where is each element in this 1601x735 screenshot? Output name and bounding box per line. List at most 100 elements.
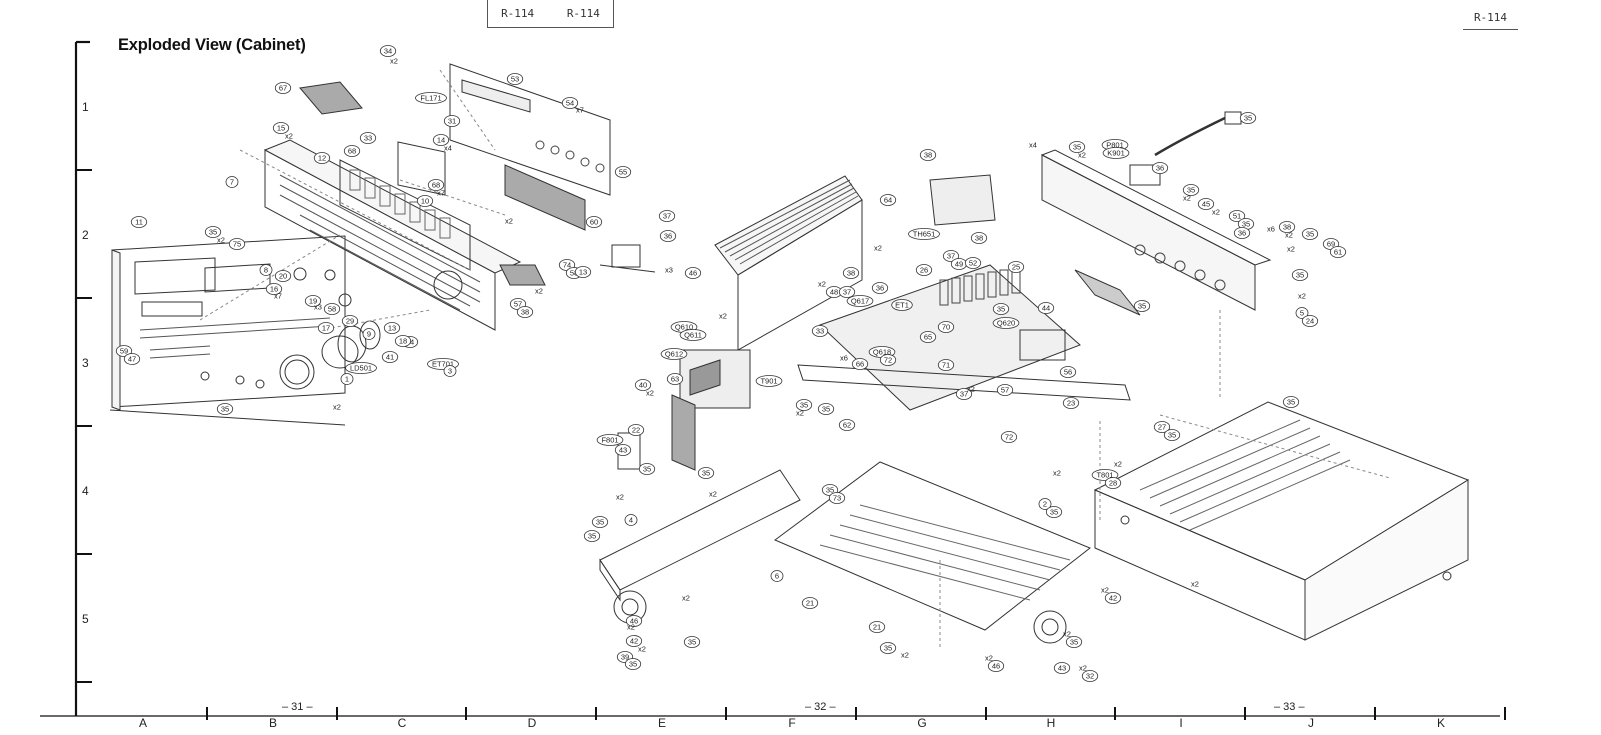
callout-bubble xyxy=(937,359,955,371)
callout-bubble xyxy=(666,373,684,385)
callout-label: 49 xyxy=(955,260,963,269)
callout-bubble xyxy=(614,166,632,178)
callout-bubble xyxy=(1133,300,1151,312)
callout-label: x2 xyxy=(1053,469,1061,478)
callout-label: 27 xyxy=(1158,423,1166,432)
callout-label: 23 xyxy=(1067,399,1075,408)
callout-label: 15 xyxy=(277,124,285,133)
callout-bubble xyxy=(1007,261,1025,273)
callout-label: 51 xyxy=(1233,212,1241,221)
callout-label: 35 xyxy=(209,228,217,237)
callout-bubble xyxy=(415,92,447,104)
page-title: Exploded View (Cabinet) xyxy=(118,36,306,54)
callout-label: 38 xyxy=(975,234,983,243)
callout-bubble xyxy=(1282,396,1300,408)
column-label-a: A xyxy=(138,716,147,730)
callout-bubble xyxy=(879,354,897,366)
callout-bubble xyxy=(359,132,377,144)
callout-bubble xyxy=(1102,147,1130,159)
callout-label: x7 xyxy=(576,106,584,115)
callout-label: 68 xyxy=(432,181,440,190)
callout-label: 35 xyxy=(1168,431,1176,440)
callout-label: 16 xyxy=(270,285,278,294)
callout-bubble xyxy=(868,621,886,633)
callout-label: 33 xyxy=(816,327,824,336)
callout-bubble xyxy=(624,658,642,670)
callout-label: 57 xyxy=(514,300,522,309)
callout-bubble xyxy=(1053,662,1071,674)
callout-label: 21 xyxy=(873,623,881,632)
callout-bubble xyxy=(625,615,643,627)
callout-label: ET1 xyxy=(895,301,909,310)
callout-bubble xyxy=(204,226,222,238)
callout-bubble xyxy=(1329,246,1347,258)
callout-label: 5 xyxy=(1300,309,1304,318)
callout-bubble xyxy=(583,530,601,542)
callout-bubble xyxy=(443,115,461,127)
callout-label: 43 xyxy=(619,446,627,455)
callout-bubble xyxy=(313,152,331,164)
callout-label: x2 xyxy=(874,244,882,253)
column-label-f: F xyxy=(788,716,796,730)
callout-label: 41 xyxy=(386,353,394,362)
callout-bubble xyxy=(506,73,524,85)
callout-bubble xyxy=(1038,498,1052,510)
callout-label: x2 xyxy=(285,132,293,141)
callout-label: x2 xyxy=(390,57,398,66)
callout-bubble xyxy=(1301,228,1319,240)
callout-bubble xyxy=(345,362,377,374)
header-reference-box-right: R-114 xyxy=(1463,0,1518,30)
callout-bubble xyxy=(679,329,707,341)
callout-bubble xyxy=(755,375,783,387)
callout-bubble xyxy=(317,322,335,334)
callout-label: 64 xyxy=(884,196,892,205)
column-label-j: J xyxy=(1308,716,1314,730)
callout-label: 34 xyxy=(384,47,392,56)
callout-label: 2 xyxy=(1043,500,1047,509)
callout-label: ET701 xyxy=(432,360,454,369)
callout-label: x2 xyxy=(682,594,690,603)
callout-bubble xyxy=(846,295,874,307)
callout-label: 46 xyxy=(992,662,1000,671)
callout-bubble xyxy=(970,232,988,244)
callout-bubble xyxy=(259,264,273,276)
callout-bubble xyxy=(828,492,846,504)
callout-bubble xyxy=(381,351,399,363)
callout-bubble xyxy=(801,597,819,609)
callout-label: 43 xyxy=(1058,664,1066,673)
callout-label: x2 xyxy=(1114,460,1122,469)
callout-bubble xyxy=(274,82,292,94)
callout-label: x2 xyxy=(985,654,993,663)
callout-label: 42 xyxy=(1109,594,1117,603)
callout-bubble xyxy=(1045,506,1063,518)
page-number-32: – 32 – xyxy=(805,701,836,713)
callout-label: 25 xyxy=(1012,263,1020,272)
callout-label: 35 xyxy=(596,518,604,527)
callout-label: 38 xyxy=(521,308,529,317)
callout-label: FL171 xyxy=(420,94,441,103)
callout-label: 72 xyxy=(1005,433,1013,442)
callout-label: x2 xyxy=(1287,245,1295,254)
callout-label: 18 xyxy=(399,337,407,346)
callout-label: 61 xyxy=(1334,248,1342,257)
callout-bubble xyxy=(228,238,246,250)
callout-label: x2 xyxy=(333,403,341,412)
callout-bubble xyxy=(1163,429,1181,441)
callout-bubble xyxy=(915,264,933,276)
callout-bubble xyxy=(343,145,361,157)
callout-bubble xyxy=(987,660,1005,672)
callout-label: 35 xyxy=(588,532,596,541)
callout-bubble xyxy=(432,134,450,146)
callout-label: 58 xyxy=(328,305,336,314)
callout-label: 72 xyxy=(884,356,892,365)
callout-label: 62 xyxy=(843,421,851,430)
callout-label: x2 xyxy=(818,280,826,289)
callout-bubble xyxy=(1059,366,1077,378)
callout-label: TH651 xyxy=(913,230,936,239)
callout-bubble xyxy=(1182,184,1200,196)
callout-label: 35 xyxy=(1138,302,1146,311)
callout-label: x6 xyxy=(840,354,848,363)
callout-label: 13 xyxy=(579,268,587,277)
